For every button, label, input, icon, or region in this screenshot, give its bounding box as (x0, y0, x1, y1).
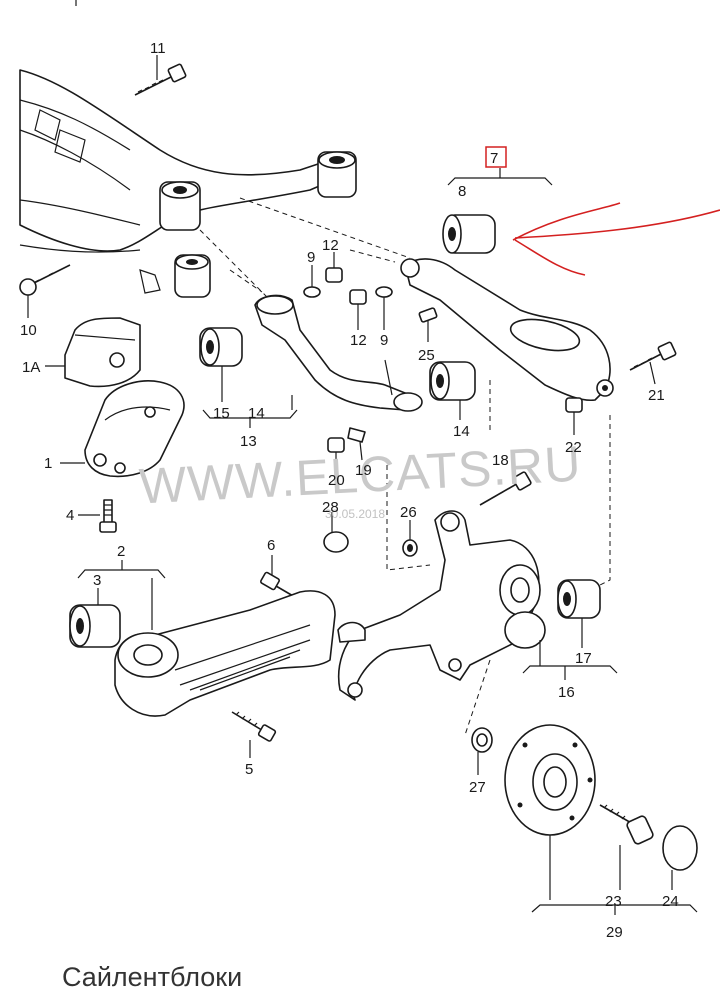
label-2: 2 (117, 543, 125, 560)
bolt-11 (134, 55, 187, 96)
bolt-23 (599, 804, 654, 890)
label-20: 20 (328, 472, 345, 489)
label-8: 8 (458, 183, 466, 200)
bushing-15 (199, 327, 243, 402)
nut-12-lower (349, 289, 367, 330)
seal-27 (471, 727, 493, 775)
label-16: 16 (558, 684, 575, 701)
label-9a: 9 (307, 249, 315, 266)
highlight-box-7 (485, 146, 507, 168)
washer-9-upper (303, 265, 321, 298)
bolt-6 (260, 555, 301, 601)
rear-subframe (19, 69, 346, 253)
label-25: 25 (418, 347, 435, 364)
subframe-bushing-lower (139, 254, 211, 298)
label-29: 29 (606, 924, 623, 941)
bolt-21 (629, 341, 677, 385)
label-21: 21 (648, 387, 665, 404)
cap-28 (323, 512, 349, 553)
label-1A: 1A (22, 359, 40, 376)
upper-arm-13 (254, 294, 423, 412)
bracket-1 (60, 380, 185, 478)
watermark-date: 30.05.2018 (325, 507, 385, 521)
nut-22 (565, 397, 583, 435)
wheel-knuckle (337, 510, 546, 701)
label-5: 5 (245, 761, 253, 778)
label-10: 10 (20, 322, 37, 339)
washer-26 (402, 520, 418, 557)
label-18: 18 (492, 452, 509, 469)
label-24: 24 (662, 893, 679, 910)
bolt-5 (231, 711, 277, 758)
label-6: 6 (267, 537, 275, 554)
subframe-bushing-upper (317, 151, 357, 198)
label-14b: 14 (453, 423, 470, 440)
washer-9-lower (375, 286, 393, 330)
control-arm-7 (400, 258, 614, 402)
label-28: 28 (322, 499, 339, 516)
clip-19 (347, 427, 366, 461)
label-14a: 14 (248, 405, 265, 422)
lower-arm-2 (114, 590, 366, 717)
assembly-lines (199, 197, 611, 736)
label-11: 11 (150, 40, 166, 57)
label-12b: 12 (350, 332, 367, 349)
caption-text: Сайлентблоки (62, 962, 243, 992)
label-1: 1 (44, 455, 52, 472)
label-17: 17 (575, 650, 592, 667)
bolt-25 (418, 307, 438, 342)
cap-24 (662, 825, 698, 890)
label-26: 26 (400, 504, 417, 521)
nut-20 (327, 437, 345, 468)
subframe-bushing-mid (159, 181, 201, 231)
bushing-3 (69, 588, 121, 648)
label-4: 4 (66, 507, 74, 524)
label-13: 13 (240, 433, 257, 450)
bolt-10 (19, 264, 71, 318)
red-annotation-arrow (512, 202, 720, 276)
mount-1A (45, 317, 141, 388)
label-27: 27 (469, 779, 486, 796)
nut-12-upper (325, 252, 343, 283)
bushing-17 (557, 579, 601, 648)
label-22: 22 (565, 439, 582, 456)
suspension-exploded-diagram: WWW.ELCATS.RU 30.05.2018 11 7 8 9 12 10 … (19, 0, 720, 941)
label-3: 3 (93, 572, 101, 589)
bushing-8 (442, 214, 496, 254)
label-19: 19 (355, 462, 372, 479)
bolt-4 (78, 499, 117, 533)
bushing-14 (429, 361, 476, 420)
label-7: 7 (490, 150, 498, 167)
label-23: 23 (605, 893, 622, 910)
label-12a: 12 (322, 237, 339, 254)
bolt-18 (479, 471, 532, 506)
label-15: 15 (213, 405, 230, 422)
label-9b: 9 (380, 332, 388, 349)
wheel-hub-29 (504, 724, 596, 900)
